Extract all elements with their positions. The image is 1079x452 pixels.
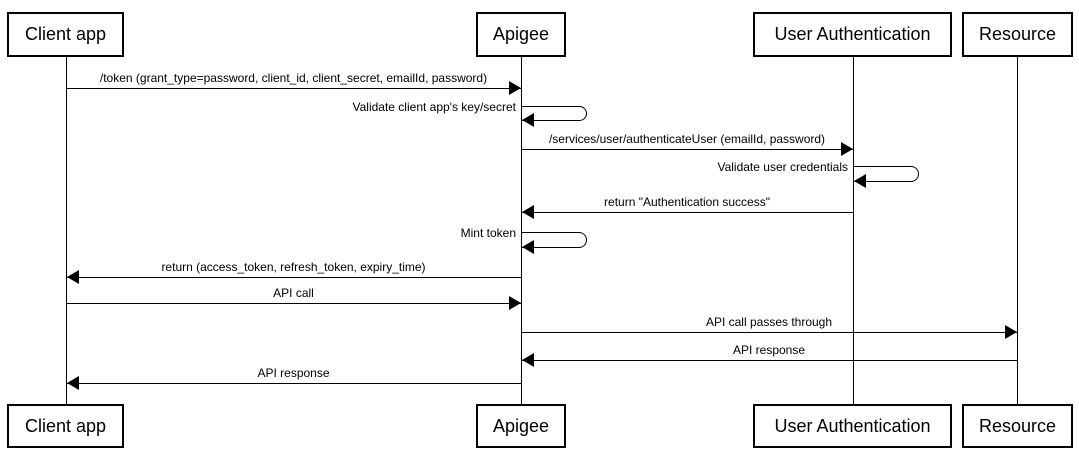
- arrowhead-left-icon: [854, 174, 866, 188]
- actor-box-user-authentication-bottom: User Authentication: [753, 404, 952, 448]
- message-line: [66, 88, 521, 89]
- self-loop-line: [521, 232, 587, 248]
- actor-label: Apigee: [492, 415, 550, 436]
- arrowhead-right-icon: [1005, 325, 1017, 339]
- actor-box-client-app-bottom: Client app: [7, 404, 124, 448]
- arrowhead-left-icon: [522, 205, 534, 219]
- message-line: [66, 277, 521, 278]
- message-label: /services/user/authenticateUser (emailId…: [548, 132, 826, 146]
- actor-box-client-app-top: Client app: [7, 12, 124, 57]
- actor-label: Client app: [24, 24, 107, 44]
- actor-box-apigee-bottom: Apigee: [476, 404, 566, 448]
- lifeline-client-app: [66, 57, 67, 404]
- arrowhead-left-icon: [522, 240, 534, 254]
- message-label: /token (grant_type=password, client_id, …: [99, 71, 488, 85]
- actor-box-resource-bottom: Resource: [962, 404, 1073, 448]
- actor-label: Resource: [978, 415, 1057, 436]
- arrowhead-right-icon: [841, 142, 853, 156]
- message-line: [521, 332, 1017, 333]
- lifeline-user-authentication: [853, 57, 854, 404]
- message-label: API response: [257, 366, 330, 380]
- actor-label: User Authentication: [774, 415, 931, 436]
- message-line: [66, 383, 521, 384]
- arrowhead-right-icon: [509, 81, 521, 95]
- message-label: return (access_token, refresh_token, exp…: [161, 260, 426, 274]
- actor-box-user-authentication-top: User Authentication: [753, 12, 952, 57]
- lifeline-resource: [1017, 57, 1018, 404]
- message-label: API call: [273, 286, 314, 300]
- self-loop-line: [521, 106, 587, 121]
- actor-box-resource-top: Resource: [962, 12, 1073, 57]
- message-label: Validate client app's key/secret: [352, 100, 517, 114]
- arrowhead-left-icon: [522, 113, 534, 127]
- message-line: [521, 360, 1017, 361]
- actor-label: Apigee: [492, 24, 550, 44]
- actor-box-apigee-top: Apigee: [476, 12, 566, 57]
- message-line: [521, 212, 853, 213]
- actor-label: Resource: [978, 24, 1057, 44]
- message-label: API call passes through: [705, 315, 833, 329]
- message-label: return "Authentication success": [604, 195, 770, 209]
- message-label: API response: [732, 343, 806, 357]
- arrowhead-left-icon: [67, 376, 79, 390]
- message-line: [66, 303, 521, 304]
- lifeline-apigee: [521, 57, 522, 404]
- message-line: [521, 149, 853, 150]
- arrowhead-left-icon: [67, 270, 79, 284]
- message-label: Mint token: [460, 226, 516, 240]
- arrowhead-right-icon: [509, 296, 521, 310]
- actor-label: User Authentication: [774, 24, 931, 44]
- actor-label: Client app: [24, 415, 107, 436]
- arrowhead-left-icon: [522, 353, 534, 367]
- self-loop-line: [853, 166, 919, 182]
- message-label: Validate user credentials: [717, 160, 848, 174]
